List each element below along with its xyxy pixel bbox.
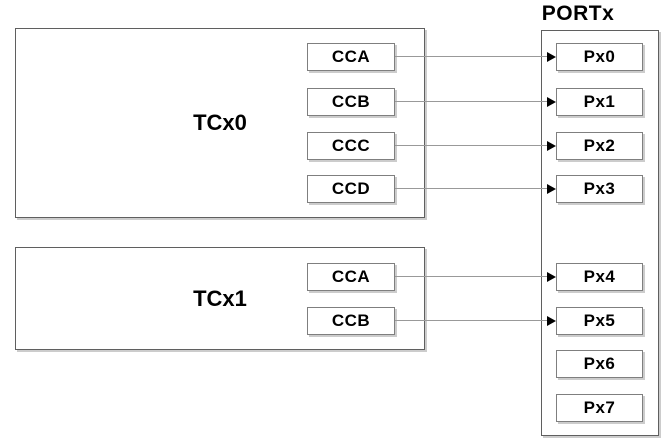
connector-line-tcx0-ccd-to-px3 xyxy=(395,188,548,189)
connector-line-tcx0-cca-to-px0 xyxy=(395,56,548,57)
connector-line-tcx0-ccc-to-px2 xyxy=(395,145,548,146)
pin-box-px2: Px2 xyxy=(556,132,643,160)
connector-arrowhead-tcx0-ccd-to-px3 xyxy=(547,184,556,194)
connector-arrowhead-tcx0-ccc-to-px2 xyxy=(547,141,556,151)
pin-box-px4: Px4 xyxy=(556,263,643,291)
tc-block-label-tcx1: TCx1 xyxy=(193,285,247,311)
pin-box-px0: Px0 xyxy=(556,43,643,71)
pin-box-px6: Px6 xyxy=(556,350,643,378)
connector-line-tcx1-ccb-to-px5 xyxy=(395,320,548,321)
pin-box-px5: Px5 xyxy=(556,307,643,335)
channel-box-tcx0-cca: CCA xyxy=(307,43,395,71)
tc-block-label-tcx0: TCx0 xyxy=(193,110,247,135)
pin-box-px1: Px1 xyxy=(556,88,643,116)
connector-arrowhead-tcx1-ccb-to-px5 xyxy=(547,316,556,326)
pin-box-px7: Px7 xyxy=(556,394,643,422)
channel-box-tcx1-cca: CCA xyxy=(307,263,395,291)
channel-box-tcx1-ccb: CCB xyxy=(307,307,395,335)
channel-box-tcx0-ccb: CCB xyxy=(307,88,395,116)
connector-arrowhead-tcx0-ccb-to-px1 xyxy=(547,97,556,107)
pin-box-px3: Px3 xyxy=(556,175,643,203)
connector-arrowhead-tcx1-cca-to-px4 xyxy=(547,272,556,282)
channel-box-tcx0-ccc: CCC xyxy=(307,132,395,160)
connector-line-tcx0-ccb-to-px1 xyxy=(395,101,548,102)
channel-box-tcx0-ccd: CCD xyxy=(307,175,395,203)
connector-line-tcx1-cca-to-px4 xyxy=(395,276,548,277)
connector-arrowhead-tcx0-cca-to-px0 xyxy=(547,52,556,62)
port-title: PORTx xyxy=(541,2,615,25)
